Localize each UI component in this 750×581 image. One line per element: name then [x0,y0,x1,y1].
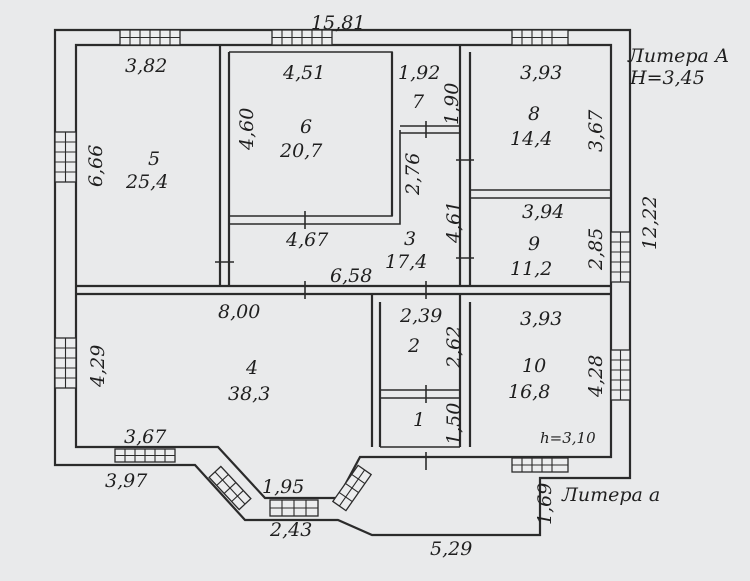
room-area-3: 17,4 [385,251,427,273]
dim-top-total: 15,81 [311,12,365,34]
room-number-2: 2 [407,335,420,357]
room-area-9: 11,2 [510,258,552,280]
room-number-1: 1 [413,409,425,431]
dim-r4-width: 8,00 [218,301,260,323]
room-area-10: 16,8 [508,381,550,403]
dim-r6-height: 4,60 [236,108,258,151]
dim-r10-width: 3,93 [520,308,562,330]
litera-main-label: Литера А [627,45,729,67]
room-number-7: 7 [412,91,425,113]
room-number-4: 4 [245,357,258,379]
litera-annex-label: Литера а [561,484,660,506]
dim-r8-height: 3,67 [585,109,607,152]
dim-r9-width: 3,94 [522,201,564,223]
dim-r2-width: 2,39 [399,305,442,327]
dim-right-total: 12,22 [639,196,661,250]
room-number-8: 8 [528,103,540,125]
window-top-8 [511,29,569,46]
room-number-6: 6 [300,116,312,138]
window-bottom-10 [511,457,569,473]
dim-r3-width: 4,67 [285,229,329,251]
room-area-4: 38,3 [228,383,270,405]
dim-r9-height: 2,85 [585,228,607,271]
room-area-5: 25,4 [125,171,168,193]
interior-walls [76,45,611,448]
room-number-5: 5 [148,148,160,170]
room-number-10: 10 [522,355,546,377]
windows [54,29,631,517]
dim-r7-width: 1,92 [398,62,440,84]
window-bay-center [269,499,319,517]
room-area-8: 14,4 [510,128,552,150]
room-area-6: 20,7 [279,140,323,162]
height-main-label: H=3,45 [629,67,705,89]
room-labels: 5 25,4 6 20,7 7 8 14,4 3 17,4 9 11,2 4 3… [125,91,552,431]
dimension-labels: 15,81 3,82 4,51 1,92 3,93 3,94 4,67 6,58… [105,12,564,560]
dim-r1-height: 1,50 [443,403,465,445]
door-marks [215,121,474,470]
window-bottom-4 [114,448,176,463]
dimension-labels-vertical: 6,66 4,60 1,90 3,67 2,76 4,61 2,85 12,22… [85,83,661,525]
dim-r4-height: 4,29 [87,345,109,388]
dim-bay-inner: 1,95 [262,476,304,498]
dim-r7-height: 1,90 [441,83,463,125]
dim-bay-left-inner: 3,67 [124,426,167,448]
window-left-5 [54,131,77,183]
dim-bay-left-outer: 3,97 [105,470,148,492]
dim-annex-height: 1,69 [534,483,556,525]
dim-r8-width: 3,93 [520,62,562,84]
room-number-3: 3 [404,228,416,250]
height-annex-label: h=3,10 [540,429,596,447]
window-top-5 [119,29,181,46]
window-bay-left [208,465,252,511]
window-right-10 [610,349,631,401]
dim-r5-width: 3,82 [125,55,167,77]
dim-annex-width: 5,29 [430,538,472,560]
dim-r10-height: 4,28 [585,355,607,398]
window-right-9 [610,231,631,283]
window-top-6 [271,29,333,46]
dim-r6-width: 4,51 [282,62,325,84]
room-number-9: 9 [528,233,540,255]
dim-bay-outer: 2,43 [269,519,312,541]
dim-r3-bottom-width: 6,58 [330,265,372,287]
dim-r3-height: 4,61 [443,201,465,244]
dim-r3-upper-height: 2,76 [402,153,424,196]
dim-r5-height: 6,66 [85,145,107,187]
window-left-4 [54,337,77,389]
window-bay-right [331,464,373,512]
dim-r2-height: 2,62 [443,326,465,369]
